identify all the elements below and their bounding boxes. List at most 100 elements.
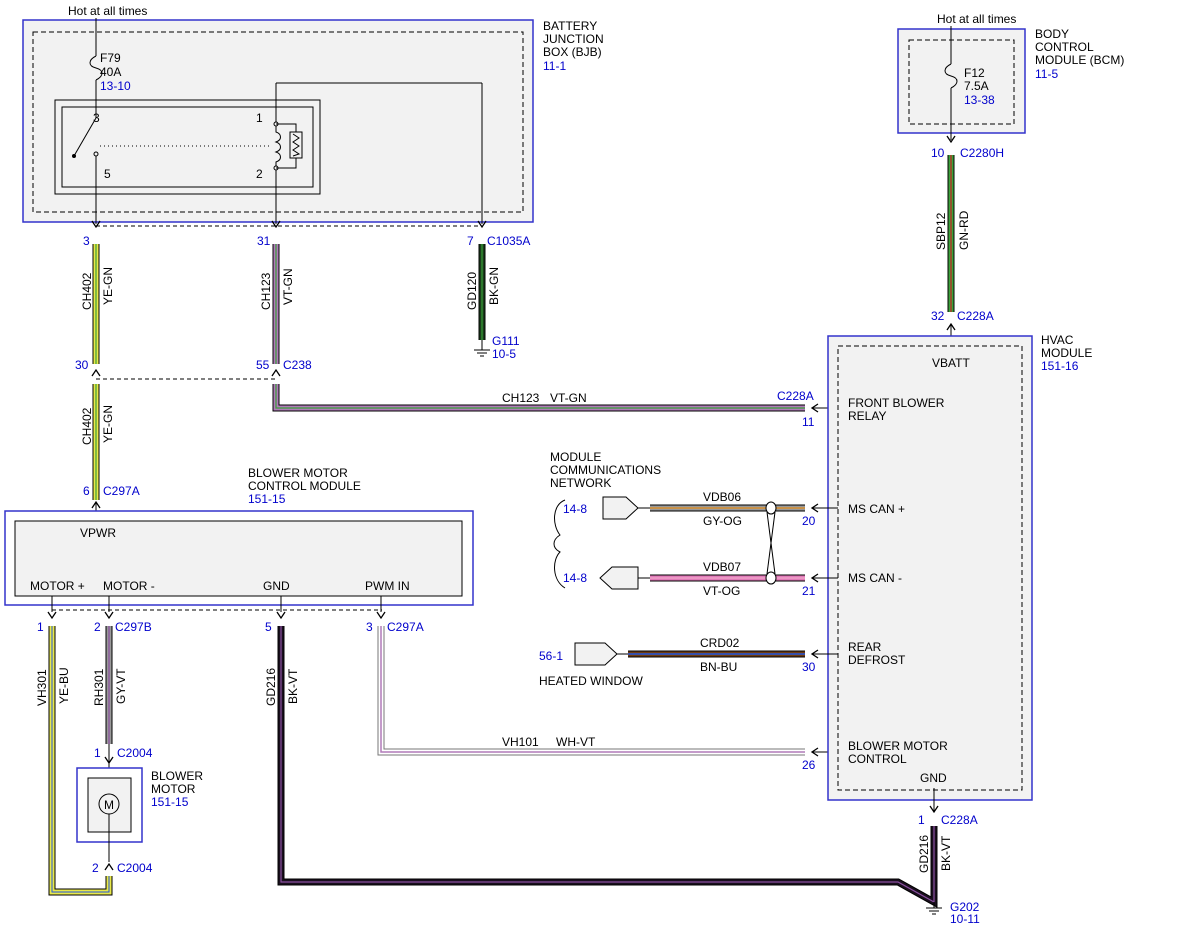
c1035a-pin31-chevron <box>271 220 281 229</box>
c228a-gnd-label: C228A <box>941 813 978 827</box>
bmcm-name-2: CONTROL MODULE <box>248 479 361 493</box>
c1035a-pin3-chevron <box>91 220 101 229</box>
relay-coil-resistor-link <box>276 123 297 169</box>
c2004-top-pin: 1 <box>94 746 101 760</box>
rh301-color: GY-VT <box>114 668 128 704</box>
pin-26: 26 <box>802 758 816 772</box>
fuse-f12-rating: 7.5A <box>964 79 989 93</box>
hvac-module <box>827 335 1033 801</box>
hvac-name-2: MODULE <box>1041 346 1092 360</box>
c2004-top-label: C2004 <box>117 746 153 760</box>
ch123-upper-circuit: CH123 <box>259 272 273 310</box>
hvac-rear-defrost-1: REAR <box>848 640 882 654</box>
bmcm-pwm-in: PWM IN <box>365 579 410 593</box>
bmcm-pin-2: 2 <box>94 620 101 634</box>
ch402-upper-color: YE-GN <box>101 267 115 305</box>
vdb06-circuit: VDB06 <box>703 490 741 504</box>
ground-g111-icon <box>474 340 490 357</box>
ch402-lower-color: YE-GN <box>101 405 115 443</box>
hvac-front-blower-1: FRONT BLOWER <box>848 396 945 410</box>
bcm-ref: 11-5 <box>1035 67 1058 81</box>
c238-pin-30: 30 <box>75 358 89 372</box>
vh101-circuit: VH101 <box>502 735 539 749</box>
c238-pin30-chevron <box>91 368 101 377</box>
hvac-ref: 151-16 <box>1041 359 1079 373</box>
gd120-color: BK-GN <box>487 267 501 305</box>
bmcm-gnd: GND <box>263 579 290 593</box>
ground-g202: G202 <box>950 900 980 914</box>
relay-resistor-zigzag <box>292 133 301 157</box>
c2004-bottom-chevron <box>104 862 114 871</box>
bcm-name-1: BODY <box>1035 27 1069 41</box>
c228a-mid-label: C228A <box>777 389 814 403</box>
wire-gd216 <box>277 626 938 908</box>
ch123-upper-color: VT-GN <box>281 268 295 305</box>
gd216-right-color: BK-VT <box>939 835 953 871</box>
network-heated-ref: 56-1 <box>539 649 563 663</box>
hvac-rear-defrost-2: DEFROST <box>848 653 906 667</box>
relay-pin-5: 5 <box>104 167 111 181</box>
ground-g202-ref: 10-11 <box>950 912 980 926</box>
fuse-f12-ref: 13-38 <box>964 93 995 107</box>
vdb06-color: GY-OG <box>703 514 742 528</box>
fuse-f79-icon <box>89 55 103 81</box>
c238-pin55-chevron <box>271 368 281 377</box>
relay-coil-icon <box>274 126 281 166</box>
bmcm-pin5-chevron <box>276 611 286 620</box>
hvac-gnd: GND <box>920 771 947 785</box>
bjb-name-1: BATTERY <box>543 19 597 33</box>
wire-vh101 <box>377 626 805 756</box>
bmcm-pin-1: 1 <box>37 620 44 634</box>
c1035a-pin-3: 3 <box>83 234 90 248</box>
c2004-bottom-label: C2004 <box>117 861 153 875</box>
pin-30: 30 <box>802 660 816 674</box>
c228a-pin-11: 11 <box>802 415 815 429</box>
gd120-circuit: GD120 <box>465 272 479 310</box>
hvac-front-blower-2: RELAY <box>848 409 886 423</box>
relay-switch-pivot <box>72 154 76 158</box>
bjb-ref: 11-1 <box>543 59 566 73</box>
vh101-color: WH-VT <box>556 735 596 749</box>
c2280h-pin: 10 <box>931 146 945 160</box>
c238-label: C238 <box>283 358 312 372</box>
bmcm-name-1: BLOWER MOTOR <box>248 466 348 480</box>
heated-window-connector-icon <box>574 642 618 666</box>
bcm-name-3: MODULE (BCM) <box>1035 53 1124 67</box>
wire-vh301 <box>48 626 113 896</box>
bmcm-pin3-chevron <box>376 611 386 620</box>
blower-motor-control-module <box>4 510 474 606</box>
sbp12-circuit: SBP12 <box>934 212 948 250</box>
vdb07-circuit: VDB07 <box>703 560 741 574</box>
hot-at-all-times-left: Hot at all times <box>68 4 147 18</box>
ms-can-minus-connector-icon <box>599 566 639 590</box>
c297a-bottom-label: C297A <box>387 620 424 634</box>
pin-21: 21 <box>802 584 816 598</box>
c1035a-pin7-chevron <box>477 220 487 229</box>
body-control-module <box>897 28 1026 134</box>
rh301-circuit: RH301 <box>92 668 106 706</box>
network-ref-minus: 14-8 <box>563 571 587 585</box>
ground-g202-icon <box>926 902 942 915</box>
vdb07-color: VT-OG <box>703 584 740 598</box>
twisted-pair-icon <box>765 501 777 585</box>
c297b-label: C297B <box>115 620 152 634</box>
relay-pin-3: 3 <box>93 111 100 125</box>
bjb-name-2: JUNCTION <box>543 32 604 46</box>
bjb-inner-dashed <box>32 31 524 213</box>
hvac-ms-can-plus: MS CAN + <box>848 502 905 516</box>
network-title-2: COMMUNICATIONS <box>550 463 661 477</box>
blower-motor-relay-inner <box>61 106 314 188</box>
c297a-top-label: C297A <box>103 484 140 498</box>
gd216-right-circuit: GD216 <box>917 835 931 873</box>
ch123-horiz-color: VT-GN <box>550 391 587 405</box>
bcm-name-2: CONTROL <box>1035 40 1094 54</box>
c2280h-label: C2280H <box>960 146 1004 160</box>
c228a-gnd-pin: 1 <box>918 813 925 827</box>
network-heated-label: HEATED WINDOW <box>539 674 643 688</box>
hvac-blower-control-2: CONTROL <box>848 752 907 766</box>
c228a-gnd-chevron <box>929 805 939 814</box>
hot-at-all-times-right: Hot at all times <box>937 12 1016 26</box>
hvac-ms-can-minus: MS CAN - <box>848 571 902 585</box>
motor-symbol-letter: M <box>104 798 114 812</box>
